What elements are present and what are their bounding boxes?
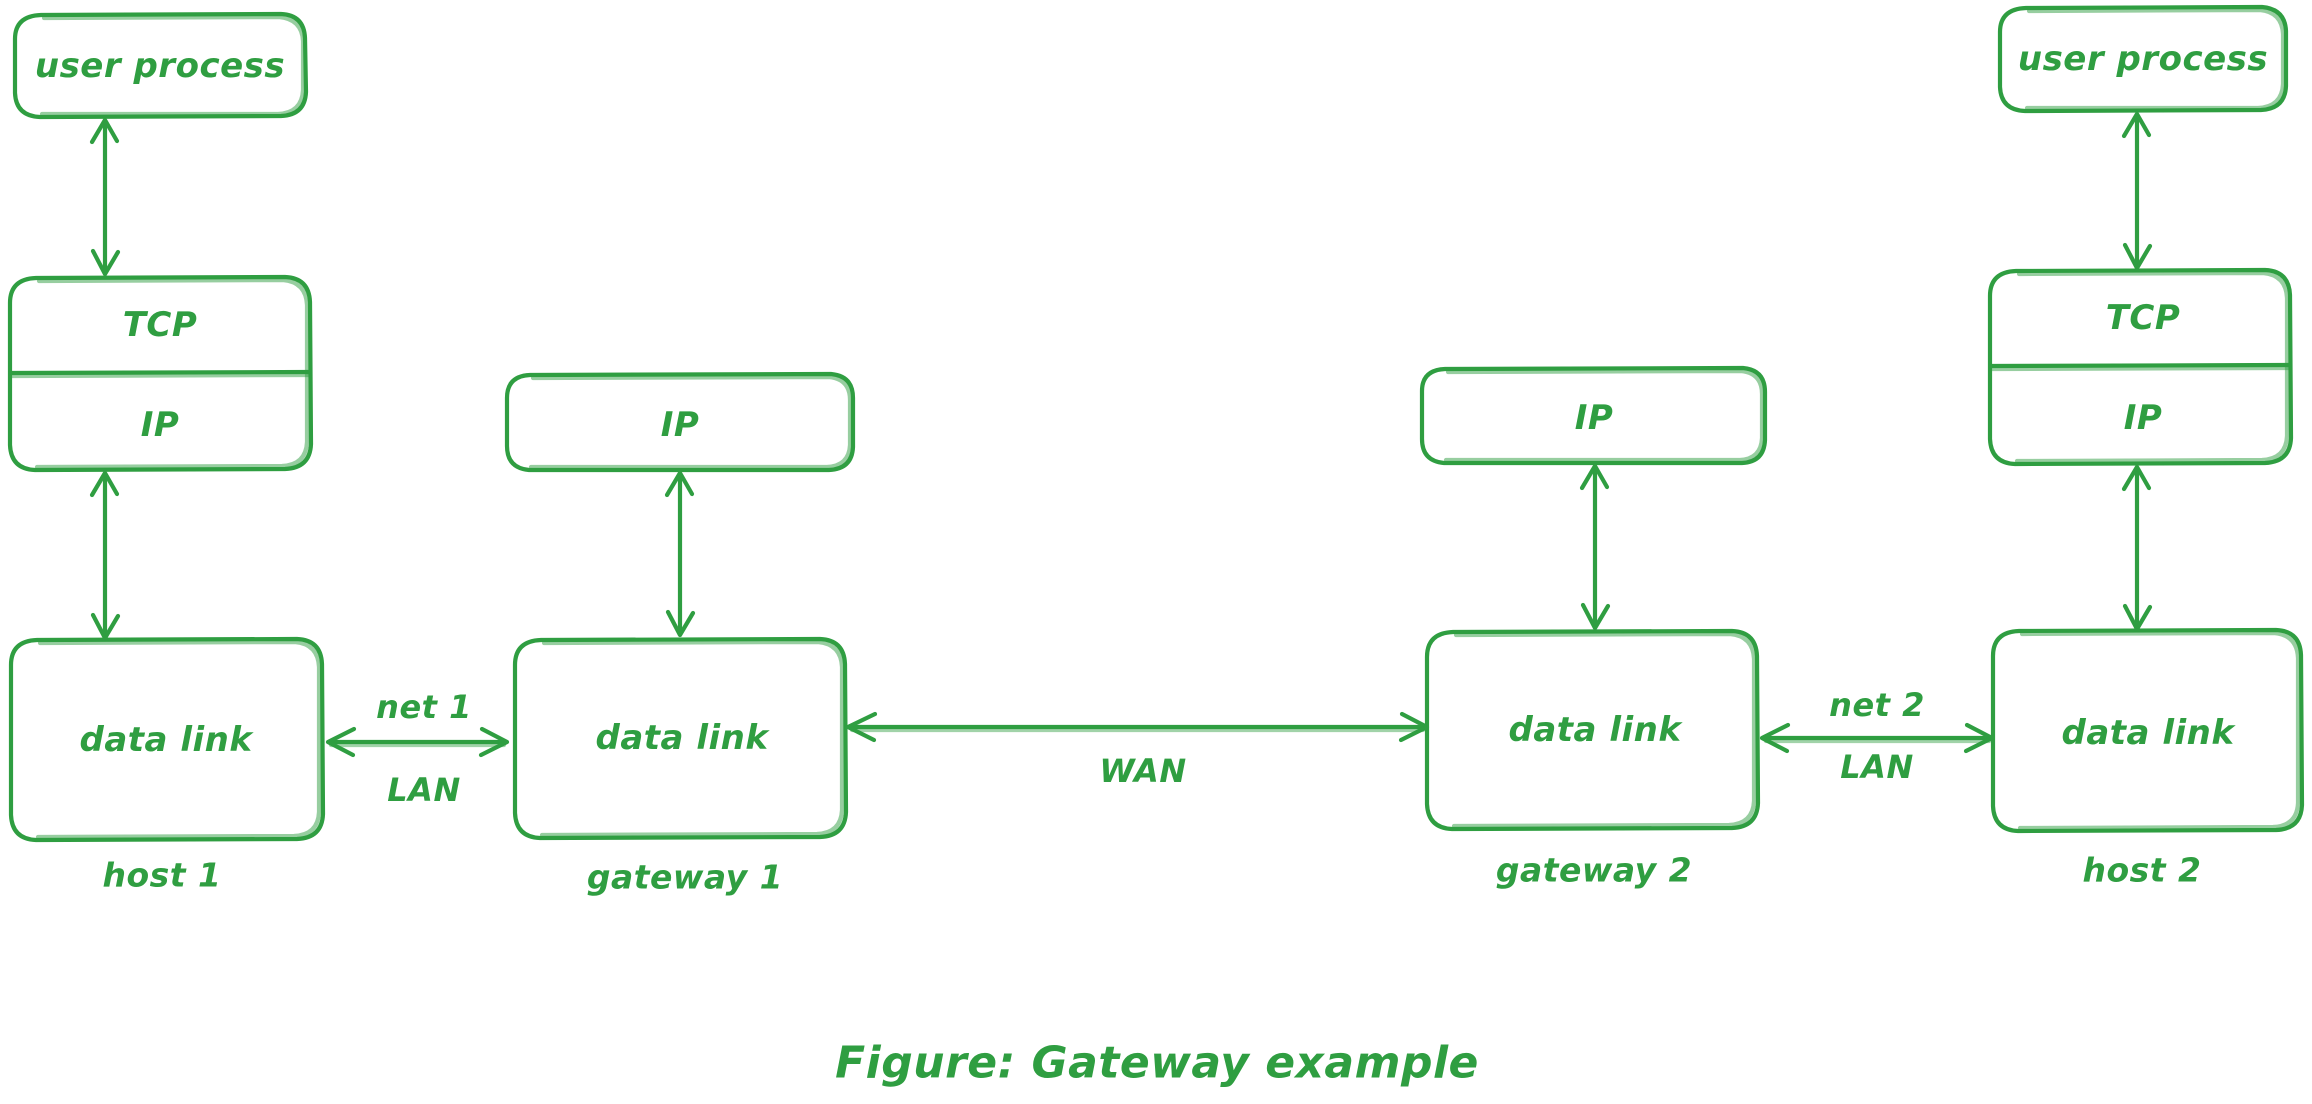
- host1-tcp-ip-box: [7, 274, 314, 473]
- wan-link-arrow: [845, 711, 1430, 743]
- host1-userprocess-tcp-arrow: [89, 117, 121, 277]
- net2-label: net 2: [1829, 686, 1925, 724]
- host1-tcp-label: TCP: [122, 305, 198, 345]
- gateway2-data-link-box: [1424, 628, 1761, 832]
- host2-ip-label: IP: [2123, 398, 2163, 438]
- host2-userprocess-tcp-arrow: [2121, 111, 2153, 271]
- gateway1-name-label: gateway 1: [586, 857, 784, 897]
- wan-label: WAN: [1099, 752, 1187, 790]
- gateway2-ip-label: IP: [1574, 398, 1614, 438]
- host1-name-label: host 1: [102, 855, 222, 895]
- gateway2-ip-box: [1419, 365, 1768, 466]
- gateway1-data-link-box: [512, 636, 849, 841]
- host1-data-link-label: data link: [79, 720, 253, 760]
- gateway1-ip-box: [504, 371, 856, 473]
- host2-ip-datalink-arrow: [2121, 464, 2153, 632]
- host1-ip-label: IP: [140, 405, 180, 445]
- host2-user-process-box: [1997, 4, 2289, 114]
- host1-user-process-box: [12, 11, 309, 120]
- host2-data-link-label: data link: [2061, 713, 2235, 753]
- gateway2-data-link-label: data link: [1508, 710, 1682, 750]
- host2-name-label: host 2: [2082, 850, 2202, 890]
- gateway1-ip-datalink-arrow: [664, 470, 696, 638]
- host1-user-process-label: user process: [34, 46, 286, 86]
- net1-link-arrow: [325, 726, 510, 758]
- figure-caption: Figure: Gateway example: [835, 1037, 1479, 1089]
- gateway2-ip-datalink-arrow: [1579, 463, 1611, 631]
- gateway1-data-link-label: data link: [595, 718, 769, 758]
- net2-type-label: LAN: [1840, 748, 1914, 786]
- host2-tcp-ip-box: [1987, 267, 2294, 467]
- host2-data-link-box: [1990, 627, 2305, 834]
- host2-tcp-label: TCP: [2105, 298, 2181, 338]
- gateway1-ip-label: IP: [660, 405, 700, 445]
- net1-label: net 1: [376, 688, 472, 726]
- gateway2-name-label: gateway 2: [1495, 850, 1693, 890]
- host2-user-process-label: user process: [2017, 39, 2269, 79]
- net1-type-label: LAN: [387, 771, 461, 809]
- host1-data-link-box: [8, 636, 326, 843]
- host1-ip-datalink-arrow: [89, 470, 121, 641]
